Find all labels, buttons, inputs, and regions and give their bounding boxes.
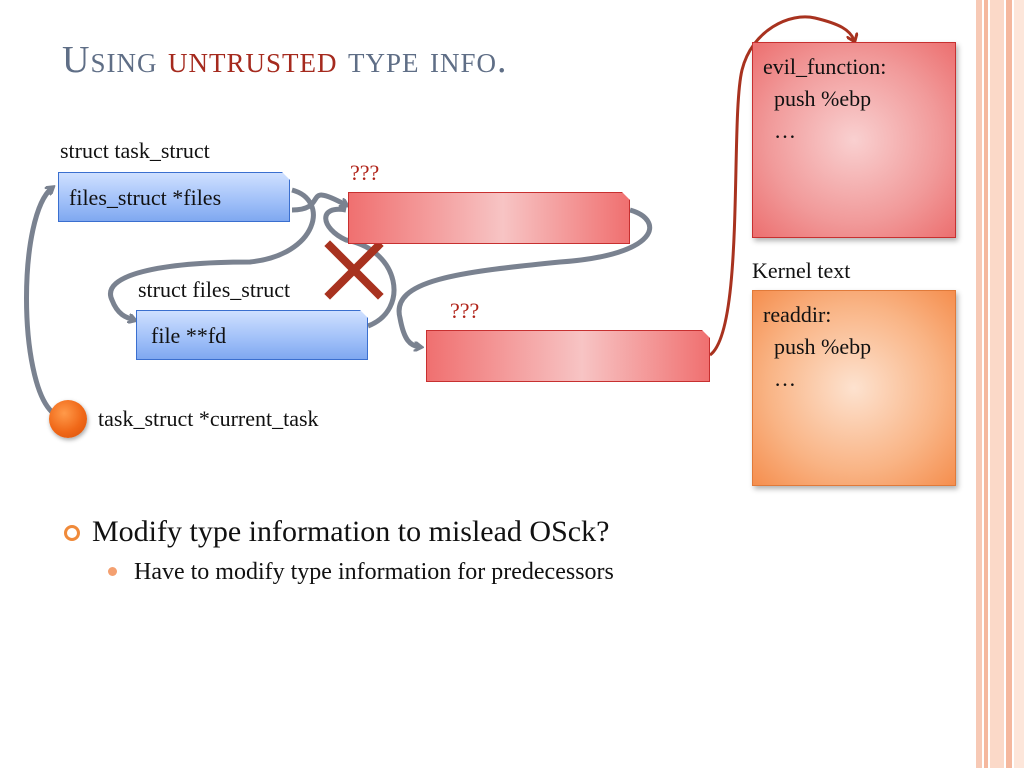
- bullet-text: Modify type information to mislead OSck?: [92, 515, 610, 548]
- unknown-label-2: ???: [450, 298, 480, 323]
- decorative-side-stripes: [976, 0, 1024, 768]
- arrow-unknown-2-to-evil-function: [709, 15, 854, 357]
- unknown-box-2: [426, 330, 710, 382]
- unknown-box-1: [348, 192, 630, 244]
- bullet-list: Modify type information to mislead OSck?…: [60, 512, 614, 592]
- bullet-item: Modify type information to mislead OSck?: [60, 512, 614, 552]
- task-struct-label: struct task_struct: [60, 138, 210, 163]
- sub-bullet-item: Have to modify type information for pred…: [60, 552, 614, 592]
- kernel-line-2: push %ebp: [763, 334, 872, 359]
- current-task-label: task_struct *current_task: [98, 406, 319, 431]
- evil-function-box: evil_function: push %ebp …: [752, 42, 956, 238]
- sub-bullet-text: Have to modify type information for pred…: [134, 559, 614, 585]
- unknown-label-1: ???: [350, 160, 380, 185]
- evil-line-2: push %ebp: [763, 86, 872, 111]
- title-part-2: type info.: [337, 39, 508, 81]
- arrow-files-to-files-struct: [108, 187, 316, 320]
- kernel-line-3: …: [763, 366, 796, 391]
- arrow-files-to-unknown-1: [291, 192, 346, 213]
- kernel-text-label: Kernel text: [752, 258, 851, 283]
- bullet-ring-icon: [64, 525, 80, 541]
- evil-line-3: …: [763, 118, 796, 143]
- slide-title: Using untrusted type info.: [62, 38, 507, 82]
- cross-mark: [324, 240, 384, 300]
- kernel-readdir-box: readdir: push %ebp …: [752, 290, 956, 486]
- title-accent: untrusted: [167, 39, 338, 81]
- fd-field-text: file **fd: [151, 323, 227, 348]
- title-part-1: Using: [62, 39, 168, 81]
- evil-line-1: evil_function:: [763, 54, 887, 79]
- current-task-dot: [49, 400, 87, 438]
- arrow-current-to-task: [24, 188, 53, 414]
- sub-bullet-dot-icon: [108, 567, 117, 576]
- files-field-box: files_struct *files: [58, 172, 290, 222]
- files-field-text: files_struct *files: [69, 185, 222, 210]
- arrow-unknown-1-to-unknown-2: [396, 207, 653, 347]
- kernel-line-1: readdir:: [763, 302, 832, 327]
- fd-field-box: file **fd: [136, 310, 368, 360]
- files-struct-label: struct files_struct: [138, 277, 291, 302]
